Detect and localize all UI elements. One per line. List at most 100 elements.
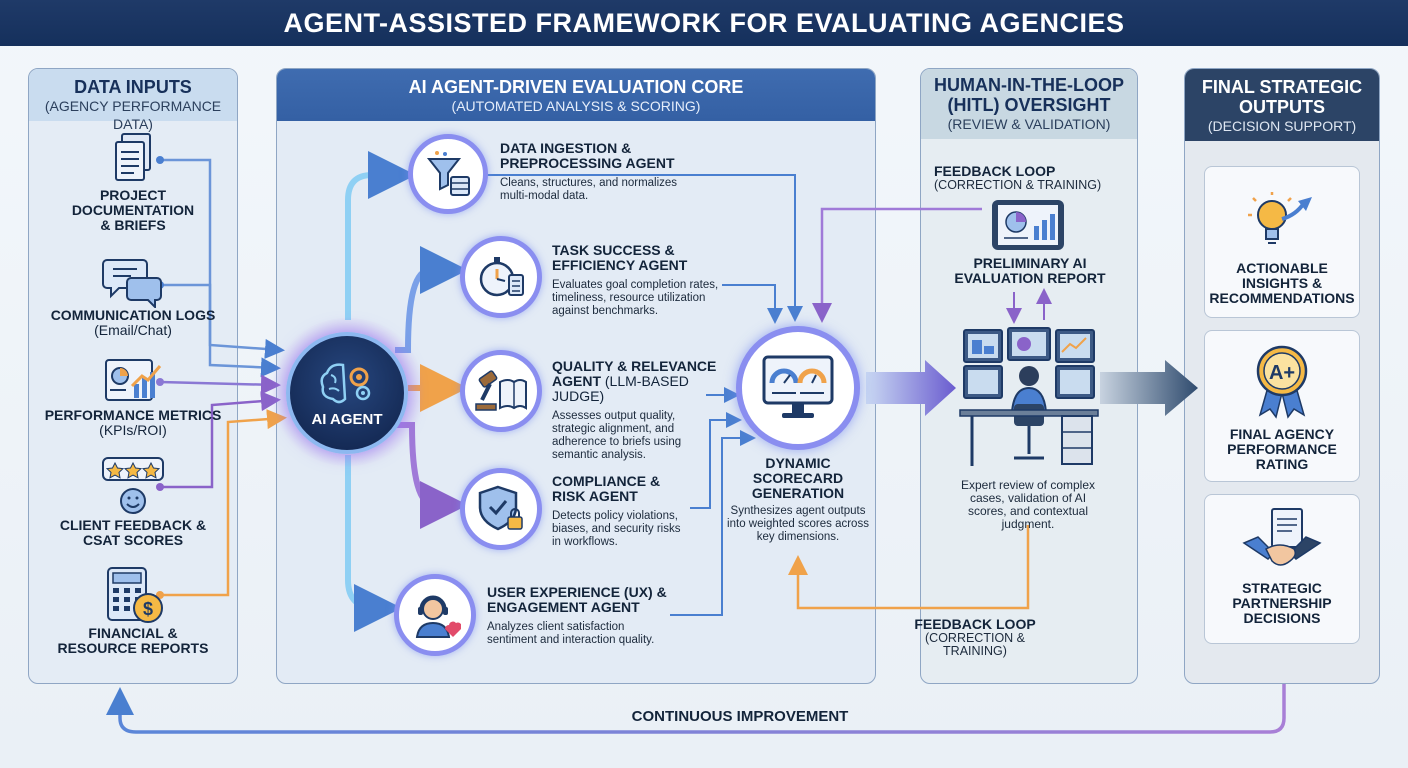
hitl-header: HUMAN-IN-THE-LOOP (HITL) OVERSIGHT (REVI…	[921, 69, 1137, 139]
input-connector-2	[160, 283, 281, 378]
input-label: COMMUNICATION LOGS (Email/Chat)	[30, 308, 236, 338]
input-client-feedback: CLIENT FEEDBACK & CSAT SCORES	[30, 456, 236, 548]
agent-title: DATA INGESTION & PREPROCESSING AGENT	[500, 140, 675, 171]
headset-heart-icon	[415, 595, 461, 638]
input-financial-reports: $ FINANCIAL & RESOURCE REPORTS	[30, 566, 236, 656]
output-actionable-insights: ACTIONABLE INSIGHTS & RECOMMENDATIONS	[1204, 166, 1360, 318]
input-label-bold: COMMUNICATION LOGS	[50, 307, 216, 323]
agent-connector-1	[345, 151, 416, 320]
feedback-title: FEEDBACK LOOP	[914, 616, 1036, 632]
handshake-document-icon	[1242, 507, 1322, 577]
agent-desc: Evaluates goal completion rates, timelin…	[552, 279, 719, 317]
analyst-workstation-icon	[958, 326, 1100, 468]
scorecard-desc: Synthesizes agent outputs into weighted …	[727, 505, 869, 543]
agent-desc: Assesses output quality, strategic align…	[552, 410, 682, 461]
input-communication-logs: COMMUNICATION LOGS (Email/Chat)	[30, 256, 236, 338]
input-performance-metrics: PERFORMANCE METRICS (KPIs/ROI)	[30, 356, 236, 438]
evaluation-core-header: AI AGENT-DRIVEN EVALUATION CORE (AUTOMAT…	[277, 69, 875, 121]
scorecard-connector-1	[486, 174, 803, 322]
evaluation-core-title: AI AGENT-DRIVEN EVALUATION CORE	[408, 77, 744, 97]
agent-desc: Analyzes client satisfaction sentiment a…	[487, 621, 655, 646]
gavel-book-icon	[475, 370, 527, 411]
input-connector-3	[159, 374, 281, 395]
agent-connector-5	[345, 455, 402, 632]
scorecard-title: DYNAMIC SCORECARD GENERATION	[751, 455, 845, 501]
shield-lock-icon	[478, 485, 523, 531]
feedback-loop-top	[812, 207, 982, 323]
agent-icon-ingestion	[408, 134, 488, 214]
calculator-coin-icon: $	[100, 566, 166, 626]
agent-title: COMPLIANCE & RISK AGENT	[552, 473, 661, 504]
feedback-loop-bottom	[788, 525, 1030, 610]
chat-bubbles-icon	[101, 256, 165, 310]
page-title: AGENT-ASSISTED FRAMEWORK FOR EVALUATING …	[283, 7, 1125, 38]
feedback-loop-top-label: FEEDBACK LOOP (CORRECTION & TRAINING)	[934, 164, 1124, 192]
continuous-improvement-loop	[106, 684, 1286, 734]
output-performance-rating: A+ FINAL AGENCY PERFORMANCE RATING	[1204, 330, 1360, 482]
scorecard: DYNAMIC SCORECARD GENERATION Synthesizes…	[726, 456, 870, 544]
continuous-improvement-label: CONTINUOUS IMPROVEMENT	[631, 708, 849, 725]
a-plus-ribbon-icon: A+	[1250, 343, 1314, 419]
feedback-loop-bottom-label: FEEDBACK LOOP (CORRECTION & TRAINING)	[892, 617, 1058, 658]
report-title: PRELIMINARY AI EVALUATION REPORT	[954, 255, 1106, 286]
hitl-to-outputs-arrow	[1100, 360, 1198, 416]
stopwatch-checklist-icon	[479, 257, 524, 297]
input-label-normal: (Email/Chat)	[94, 322, 172, 338]
agent-icon-quality	[460, 350, 542, 432]
agent-title: QUALITY & RELEVANCE AGENT (LLM-BASED JUD…	[552, 359, 732, 404]
agent-ux: USER EXPERIENCE (UX) & ENGAGEMENT AGENT …	[487, 585, 677, 647]
review-description: Expert review of complex cases, validati…	[960, 478, 1096, 531]
evaluation-core-subtitle: (AUTOMATED ANALYSIS & SCORING)	[451, 98, 701, 114]
input-label-normal: (KPIs/ROI)	[99, 422, 167, 438]
agent-icon-task-success	[460, 236, 542, 318]
agent-quality: QUALITY & RELEVANCE AGENT (LLM-BASED JUD…	[552, 359, 732, 462]
svg-text:$: $	[143, 599, 153, 619]
output-label: STRATEGIC PARTNERSHIP DECISIONS	[1232, 580, 1332, 626]
monitor-gauges-icon	[762, 355, 834, 418]
agent-ingestion: DATA INGESTION & PREPROCESSING AGENT Cle…	[500, 141, 700, 203]
input-label: FINANCIAL & RESOURCE REPORTS	[57, 625, 209, 656]
output-label: ACTIONABLE INSIGHTS & RECOMMENDATIONS	[1209, 260, 1355, 306]
scorecard-connector-2	[722, 284, 783, 324]
document-stack-icon	[108, 132, 158, 188]
scorecard-connector-4	[690, 412, 742, 509]
outputs-subtitle: (DECISION SUPPORT)	[1207, 118, 1357, 134]
input-label: PROJECT DOCUMENTATION & BRIEFS	[71, 187, 195, 233]
stars-smiley-icon	[101, 456, 165, 518]
agent-title: USER EXPERIENCE (UX) & ENGAGEMENT AGENT	[487, 584, 667, 615]
rating-badge-text: A+	[1269, 362, 1295, 384]
agent-connector-2	[395, 246, 468, 353]
data-inputs-subtitle: (AGENCY PERFORMANCE DATA)	[44, 98, 222, 132]
funnel-icon	[426, 151, 470, 196]
output-label: FINAL AGENCY PERFORMANCE RATING	[1227, 426, 1337, 472]
feedback-title: FEEDBACK LOOP	[934, 163, 1056, 179]
input-label-bold: PERFORMANCE METRICS	[44, 407, 222, 423]
hitl-subtitle: (REVIEW & VALIDATION)	[947, 116, 1111, 132]
agent-task-success: TASK SUCCESS & EFFICIENCY AGENT Evaluate…	[552, 243, 732, 318]
brain-gears-icon	[320, 362, 371, 403]
agent-compliance: COMPLIANCE & RISK AGENT Detects policy v…	[552, 474, 692, 549]
tablet-report-icon	[990, 198, 1066, 252]
data-inputs-header: DATA INPUTS (AGENCY PERFORMANCE DATA)	[29, 69, 237, 132]
agent-desc: Cleans, structures, and normalizes multi…	[500, 177, 678, 202]
lightbulb-arrow-icon	[1242, 191, 1322, 253]
chart-board-icon	[102, 356, 164, 408]
ai-agent-hub: AI AGENT	[286, 332, 408, 454]
scorecard-connector-5	[670, 430, 756, 616]
scorecard-icon-circle	[736, 326, 860, 450]
hitl-title: HUMAN-IN-THE-LOOP (HITL) OVERSIGHT	[934, 75, 1124, 115]
agent-title: TASK SUCCESS & EFFICIENCY AGENT	[552, 242, 688, 273]
input-connector-5	[160, 409, 287, 597]
input-label: CLIENT FEEDBACK & CSAT SCORES	[59, 517, 207, 548]
agent-title-normal: (LLM-BASED JUDGE)	[552, 373, 689, 404]
data-inputs-title: DATA INPUTS	[74, 77, 192, 97]
agent-desc: Detects policy violations, biases, and s…	[552, 510, 681, 548]
agent-icon-ux	[394, 574, 476, 656]
feedback-sub: (CORRECTION & TRAINING)	[934, 178, 1102, 192]
outputs-header: FINAL STRATEGIC OUTPUTS (DECISION SUPPOR…	[1185, 69, 1379, 141]
output-partnership-decisions: STRATEGIC PARTNERSHIP DECISIONS	[1204, 494, 1360, 644]
scorecard-to-hitl-arrow	[866, 360, 956, 416]
agent-title-bold: QUALITY & RELEVANCE AGENT	[552, 358, 717, 389]
title-banner: AGENT-ASSISTED FRAMEWORK FOR EVALUATING …	[0, 0, 1408, 46]
